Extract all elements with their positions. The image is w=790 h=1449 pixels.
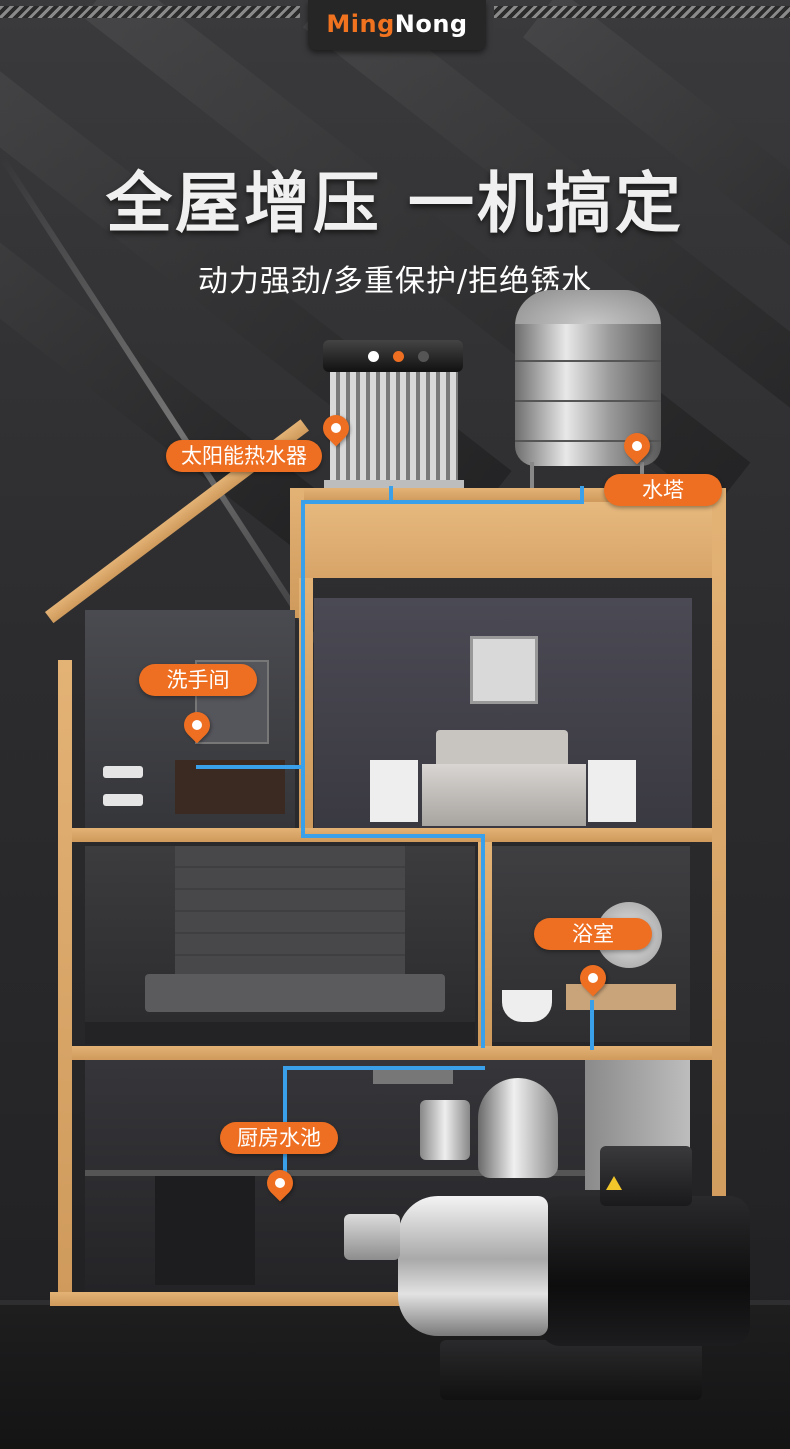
living-floor	[85, 1022, 475, 1044]
attic-panel	[304, 502, 712, 578]
top-stripe-left	[0, 6, 300, 18]
tower-leg	[530, 462, 534, 488]
tv-wall	[175, 846, 405, 976]
tower-top	[515, 290, 661, 326]
pipe	[481, 834, 485, 1048]
wall-right	[712, 488, 726, 1298]
nightstand	[588, 760, 636, 822]
vanity	[175, 760, 285, 814]
label-bathroom: 浴室	[534, 918, 652, 950]
bed	[422, 764, 586, 826]
pipe	[301, 834, 485, 838]
bathtub	[502, 990, 552, 1022]
brand-logo: MingNong	[308, 10, 486, 38]
brand-part2: Nong	[394, 10, 468, 38]
subheadline: 动力强劲/多重保护/拒绝锈水	[197, 264, 593, 299]
pipe	[389, 486, 393, 504]
oven	[155, 1175, 255, 1285]
pipe	[301, 500, 305, 836]
room-bedroom	[314, 598, 692, 828]
dot	[393, 351, 404, 362]
label-kitchen: 厨房水池	[220, 1122, 338, 1154]
range-hood	[373, 1070, 453, 1084]
label-washroom: 洗手间	[139, 664, 257, 696]
dot	[418, 351, 429, 362]
nightstand	[370, 760, 418, 822]
pump-controller	[600, 1146, 692, 1206]
brand-badge: MingNong	[308, 0, 486, 50]
towel	[103, 766, 143, 778]
pipe	[283, 1066, 485, 1070]
wall-left	[58, 660, 72, 1300]
pump-motor	[540, 1196, 750, 1346]
solar-tubes	[330, 372, 458, 482]
top-stripe-right	[494, 6, 790, 18]
dot	[368, 351, 379, 362]
label-solar-heater: 太阳能热水器	[166, 440, 322, 472]
tower-ring	[515, 360, 661, 362]
sofa	[145, 974, 445, 1012]
solar-base	[324, 480, 464, 488]
bed-headboard	[436, 730, 568, 764]
pipe	[580, 486, 584, 504]
pipe	[301, 500, 584, 504]
wall-art	[470, 636, 538, 704]
tower-ring	[515, 400, 661, 402]
pump-body	[398, 1196, 548, 1336]
pressure-tank	[478, 1078, 558, 1178]
headline: 全屋增压 一机搞定	[106, 165, 684, 242]
towel	[103, 794, 143, 806]
pressure-switch	[420, 1100, 470, 1160]
pump-base	[440, 1340, 702, 1400]
counter	[85, 1170, 690, 1176]
label-water-tower: 水塔	[604, 474, 722, 506]
brand-part1: Ming	[326, 10, 395, 38]
room-living	[85, 846, 475, 1044]
bathroom-vanity	[566, 984, 676, 1010]
pipe	[196, 765, 303, 769]
pipe	[590, 1000, 594, 1050]
pump-inlet	[344, 1214, 400, 1260]
pipe	[283, 1066, 287, 1176]
floor-board-1	[72, 1046, 712, 1060]
tower-ring	[515, 440, 661, 442]
